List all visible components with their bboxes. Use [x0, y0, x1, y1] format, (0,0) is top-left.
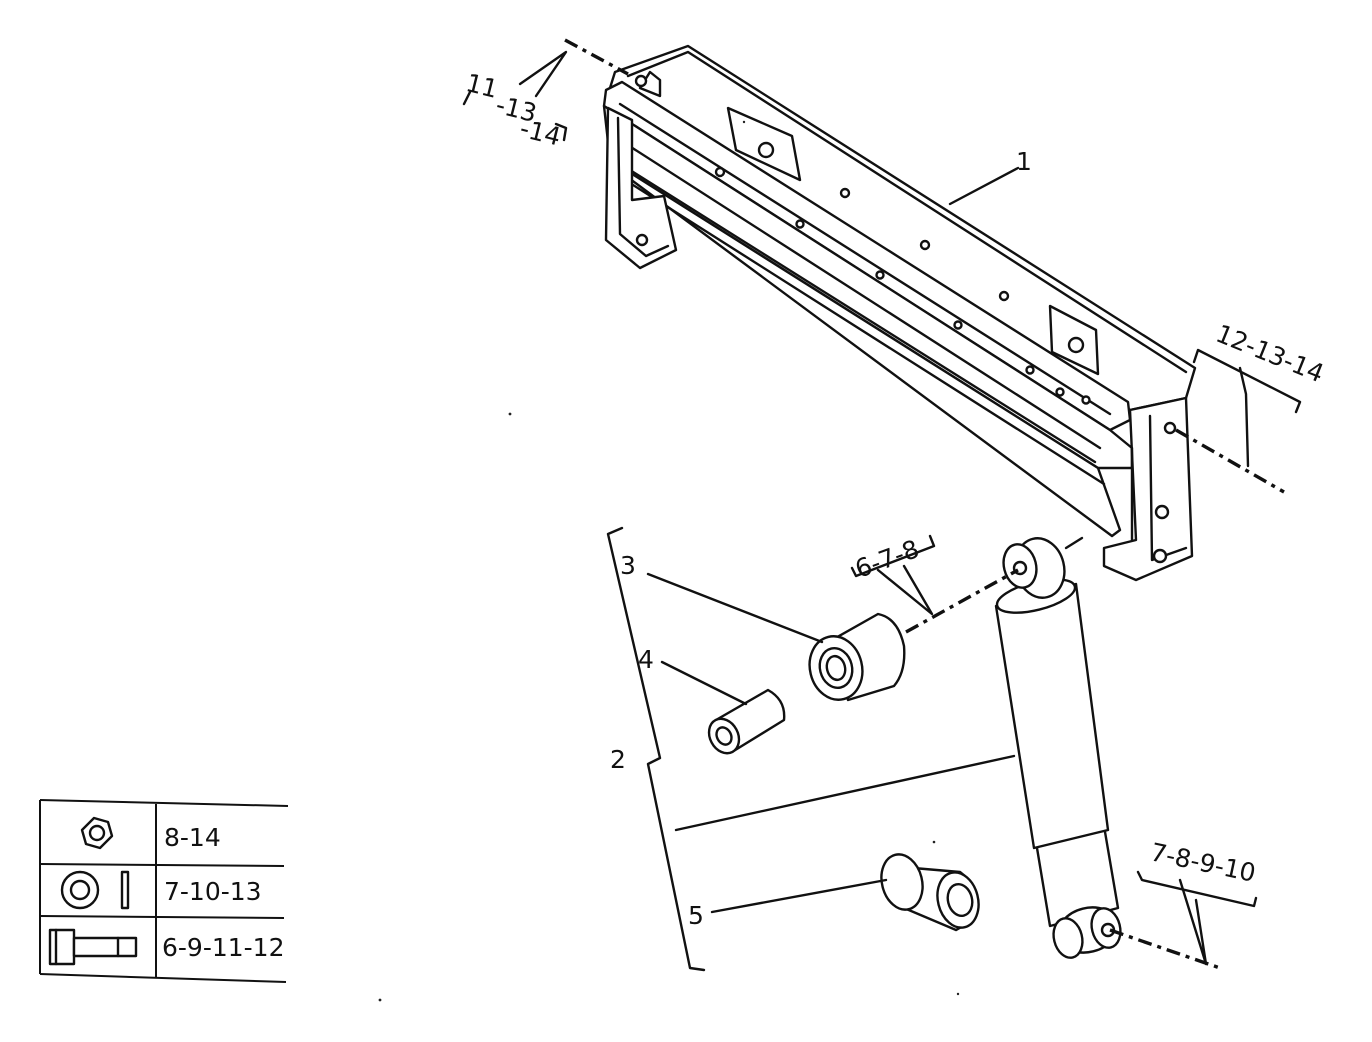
shock-absorber — [994, 536, 1122, 959]
fastener-legend-table: 8-14 7-10-13 6-9-11-12 — [39, 799, 289, 983]
group-bracket-part-2 — [606, 526, 706, 972]
label-fasteners-right: 12-13-14 — [1212, 319, 1328, 388]
leader-fasteners-right — [1238, 366, 1250, 468]
bracket-shock-top-fasteners — [850, 534, 936, 578]
leader-fasteners-top-left — [518, 50, 568, 98]
leader-part-5 — [710, 878, 888, 914]
bracket-right-fasteners — [1192, 348, 1302, 414]
hex-nut-icon — [80, 816, 114, 850]
bolt-icon — [48, 928, 138, 966]
washer-icon — [60, 870, 130, 910]
label-part-3: 3 — [620, 551, 636, 580]
label-part-1: 1 — [1016, 147, 1032, 176]
bracket-top-left-fasteners — [462, 90, 472, 106]
leader-part-2 — [674, 754, 1016, 832]
legend-refs-nut: 8-14 — [164, 823, 221, 852]
bracket-top-left-fasteners-bottom — [554, 122, 568, 142]
bolt-axis-right — [1175, 428, 1285, 494]
legend-refs-washer: 7-10-13 — [164, 877, 262, 906]
leader-fasteners-shock-top — [876, 564, 934, 616]
legend-refs-bolt: 6-9-11-12 — [162, 933, 285, 962]
bolt-axis-top-left — [564, 38, 629, 76]
leader-part-3 — [646, 572, 824, 644]
leader-part-4 — [660, 660, 748, 706]
label-part-4: 4 — [638, 645, 654, 674]
bolt-axis-shock-bottom — [1109, 928, 1221, 970]
rubber-bushing-upper — [808, 612, 906, 702]
leader-part-1 — [948, 166, 1020, 206]
crossmember-bracket — [602, 44, 1197, 582]
metal-sleeve — [707, 688, 786, 755]
label-fasteners-top-left-11: 11 — [463, 68, 501, 104]
label-fasteners-top-left-14: -14 — [517, 114, 564, 152]
leader-fasteners-shock-bottom — [1178, 878, 1208, 966]
rubber-bushing-lower — [880, 853, 980, 932]
label-fasteners-shock-bottom: 7-8-9-10 — [1148, 837, 1258, 888]
bracket-shock-bottom-fasteners — [1136, 870, 1258, 908]
label-part-2: 2 — [610, 745, 626, 774]
label-part-5: 5 — [688, 901, 704, 930]
bolt-axis-shock-top — [905, 568, 1019, 634]
